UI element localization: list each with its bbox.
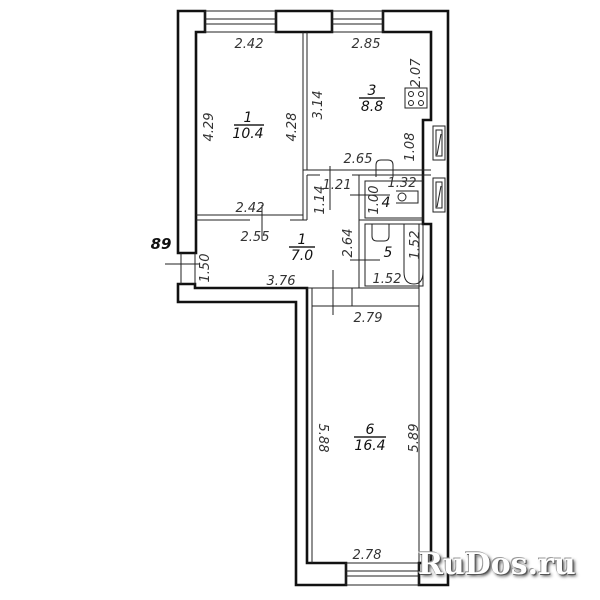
room-label-1: 1 7.0 [289,232,315,264]
svg-text:2.55: 2.55 [241,230,270,245]
svg-text:8.8: 8.8 [361,99,383,115]
svg-text:3.14: 3.14 [311,91,326,120]
svg-text:2.65: 2.65 [344,152,373,167]
svg-text:4: 4 [382,195,391,211]
partitions [196,32,431,563]
svg-text:2.85: 2.85 [352,37,381,52]
svg-text:1: 1 [244,110,253,126]
svg-text:1.52: 1.52 [373,272,402,287]
svg-text:1.14: 1.14 [313,186,328,215]
svg-text:3.76: 3.76 [267,274,296,289]
room-label-2: 1 10.4 [232,110,264,142]
svg-text:1.00: 1.00 [367,186,382,215]
svg-text:2.42: 2.42 [236,201,265,216]
svg-text:7.0: 7.0 [291,248,313,264]
svg-text:2.07: 2.07 [409,58,424,88]
svg-text:1.08: 1.08 [403,133,418,162]
room-label-4: 4 [382,195,391,211]
svg-text:2.42: 2.42 [235,37,264,52]
svg-text:1: 1 [298,232,307,248]
fixtures [371,87,428,285]
dimension-lines [165,166,390,315]
svg-text:10.4: 10.4 [232,126,263,142]
svg-text:1.50: 1.50 [198,254,213,283]
sink-icon [375,159,394,177]
svg-text:3: 3 [368,83,377,99]
svg-text:5.88: 5.88 [315,424,330,453]
stove-icon [404,87,428,109]
svg-text:1.52: 1.52 [408,231,423,260]
external-dimension: 89 [151,235,172,253]
washbasin-icon [371,224,390,242]
svg-text:5.89: 5.89 [407,424,422,453]
svg-text:6: 6 [366,422,375,438]
svg-text:2.78: 2.78 [353,548,382,563]
room-label-3: 3 8.8 [359,83,385,115]
svg-text:4.28: 4.28 [285,113,300,142]
dimension-labels: 2.42 4.29 4.28 2.42 2.85 2.07 3.14 1.08 … [198,37,424,563]
room-label-5: 5 [384,245,393,261]
svg-text:2.64: 2.64 [341,229,356,258]
windows [204,10,446,586]
svg-text:1.21: 1.21 [323,178,352,193]
bathtub-icon [403,224,424,285]
svg-text:2.79: 2.79 [354,311,383,326]
svg-text:4.29: 4.29 [202,113,217,142]
svg-text:16.4: 16.4 [354,438,385,454]
room-label-6: 6 16.4 [354,422,386,454]
svg-text:1.32: 1.32 [388,176,417,191]
watermark: RuDos.ru [418,547,576,582]
svg-text:5: 5 [384,245,393,261]
toilet-icon [396,190,419,204]
